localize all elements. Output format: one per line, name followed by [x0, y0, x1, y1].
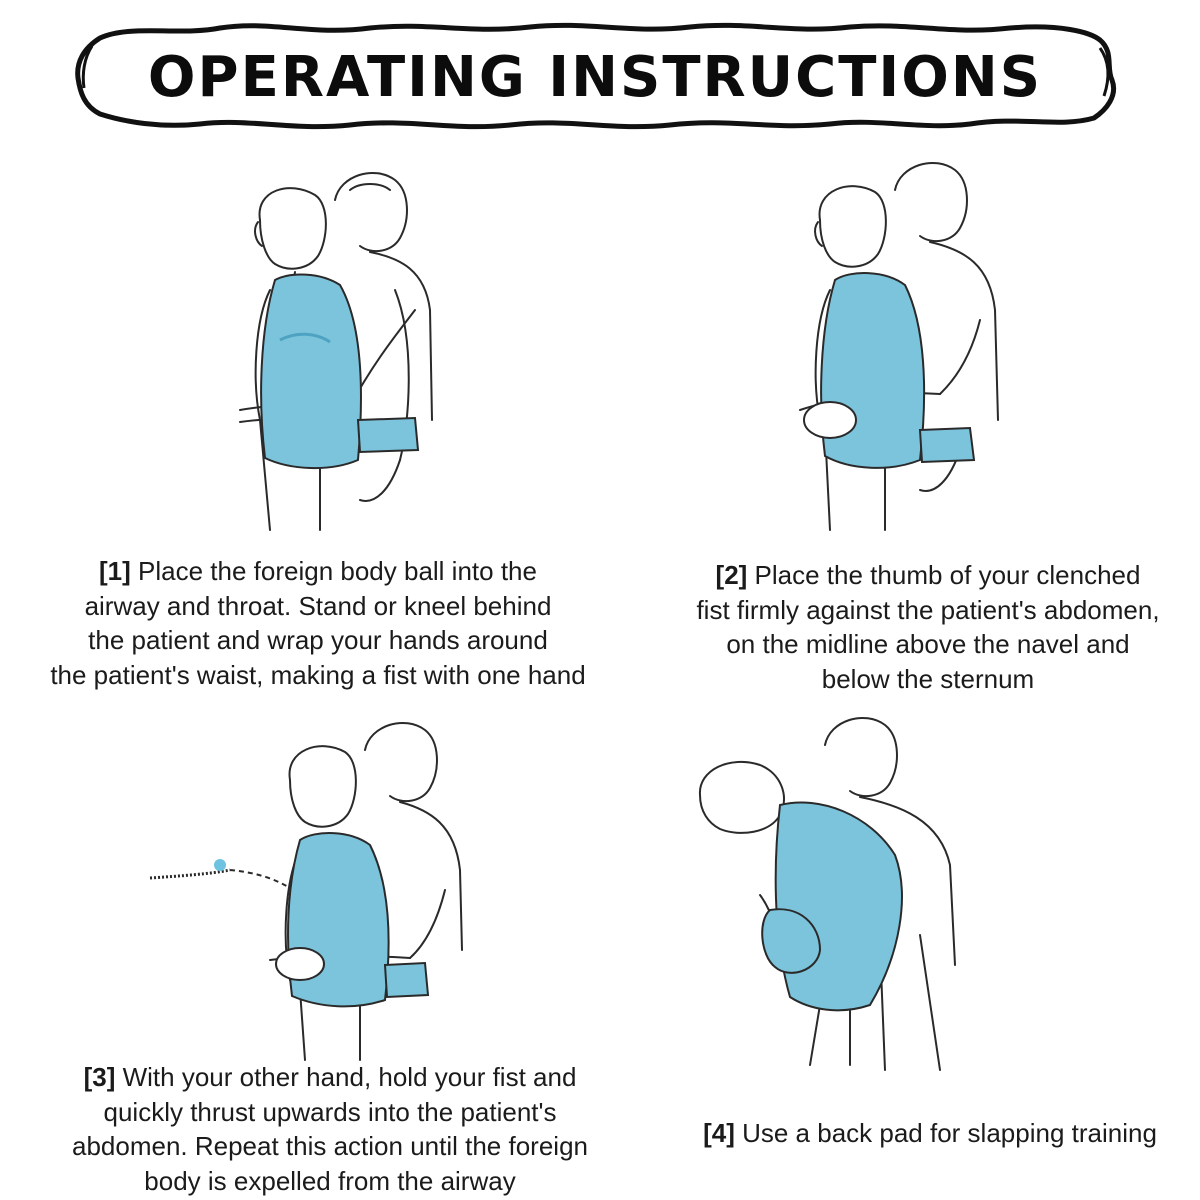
caption-line: [4] Use a back pad for slapping training	[670, 1116, 1190, 1151]
caption-line: [2] Place the thumb of your clenched	[668, 558, 1188, 593]
illustration-step-4	[680, 705, 1010, 1075]
step-number: [1]	[99, 556, 131, 586]
caption-text: Place the thumb of your clenched	[754, 560, 1141, 590]
step-1-caption: [1] Place the foreign body ball into the…	[20, 554, 616, 692]
rescuer-patient-figure	[149, 721, 463, 1061]
step-2-caption: [2] Place the thumb of your clenched fis…	[668, 558, 1188, 696]
foreign-body-ball-icon	[214, 859, 226, 871]
caption-line: below the sternum	[821, 663, 1035, 694]
rescuer-patient-figure	[239, 171, 433, 531]
caption-line: body is expelled from the airway	[144, 1165, 516, 1196]
illustration-step-3	[140, 710, 500, 1070]
step-number: [4]	[703, 1118, 735, 1148]
cloud-frame-shape	[75, 22, 1116, 130]
caption-text: Use a back pad for slapping training	[742, 1118, 1157, 1148]
caption-line: the patient's waist, making a fist with …	[50, 659, 586, 690]
caption-line: the patient and wrap your hands around	[88, 625, 548, 655]
title-banner: OPERATING INSTRUCTIONS	[70, 18, 1120, 136]
caption-line: fist firmly against the patient's abdome…	[696, 594, 1160, 625]
page-title: OPERATING INSTRUCTIONS	[147, 44, 1043, 110]
step-3-caption: [3] With your other hand, hold your fist…	[40, 1060, 620, 1198]
caption-line: quickly thrust upwards into the patient'…	[103, 1096, 557, 1127]
illustration-step-2	[770, 150, 1030, 540]
step-4-caption: [4] Use a back pad for slapping training	[670, 1116, 1190, 1151]
caption-line: [1] Place the foreign body ball into the	[20, 554, 616, 589]
caption-text: With your other hand, hold your fist and	[122, 1062, 577, 1092]
step-number: [2]	[715, 560, 748, 590]
caption-line: abdomen. Repeat this action until the fo…	[71, 1131, 588, 1161]
illustration-step-1	[200, 160, 460, 540]
caption-line: airway and throat. Stand or kneel behind	[84, 590, 552, 621]
rescuer-patient-bent-figure	[698, 716, 956, 1071]
caption-text: Place the foreign body ball into the	[138, 556, 537, 586]
caption-line: on the midline above the navel and	[726, 629, 1130, 659]
step-number: [3]	[83, 1062, 116, 1092]
caption-line: [3] With your other hand, hold your fist…	[40, 1060, 620, 1095]
rescuer-patient-figure	[799, 161, 999, 531]
